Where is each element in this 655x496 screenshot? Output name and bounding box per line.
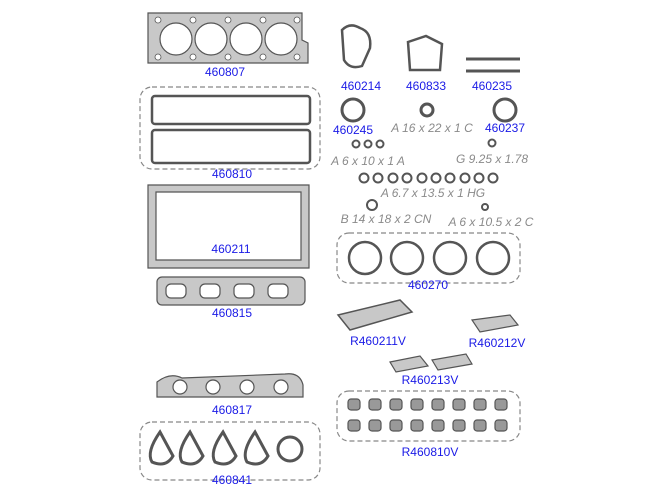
part-number-head-gasket[interactable]: 460807 <box>204 65 246 79</box>
part-number-cam-seal[interactable]: R460212V <box>468 336 526 350</box>
spec-oring-g: G 9.25 x 1.78 <box>455 152 529 166</box>
part-number-thermostat[interactable]: 460833 <box>405 79 447 93</box>
part-number-valve-stem-seals[interactable]: R460810V <box>401 445 459 459</box>
part-number-seal-245[interactable]: 460245 <box>332 123 374 137</box>
part-number-seal-237[interactable]: 460237 <box>484 121 526 135</box>
part-number-bolts[interactable]: 460235 <box>471 79 513 93</box>
part-number-intake-seals[interactable]: 460841 <box>211 473 253 487</box>
part-number-ring-set[interactable]: 460270 <box>407 278 449 292</box>
spec-ring-a6105: A 6 x 10.5 x 2 C <box>448 215 534 229</box>
part-number-intake-manifold[interactable]: 460817 <box>211 403 253 417</box>
part-number-water-pump[interactable]: 460214 <box>340 79 382 93</box>
spec-ring-a67: A 6.7 x 13.5 x 1 HG <box>380 186 486 200</box>
part-number-valve-cover[interactable]: 460810 <box>211 167 253 181</box>
part-number-exhaust-manifold[interactable]: 460815 <box>211 306 253 320</box>
part-number-crank-seal[interactable]: R460211V <box>350 334 406 348</box>
head-gasket-drawing <box>147 12 309 64</box>
spec-ring-a16: A 16 x 22 x 1 C <box>391 121 473 135</box>
part-number-oil-pan[interactable]: 460211 <box>211 242 251 256</box>
spec-ring-a6: A 6 x 10 x 1 A <box>331 154 405 168</box>
spec-ring-b14: B 14 x 18 x 2 CN <box>340 212 432 226</box>
part-number-seal-r213[interactable]: R460213V <box>401 373 459 387</box>
